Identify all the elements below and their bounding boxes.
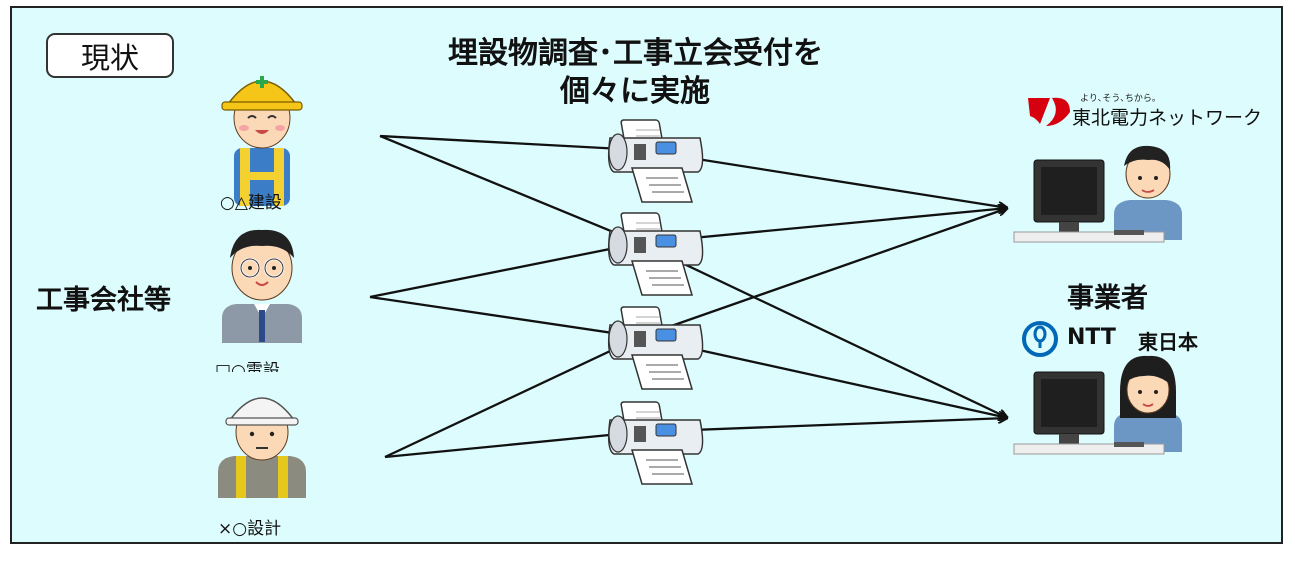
construction-worker-yellow-helmet-icon [221, 76, 303, 206]
worker-name: ○△建設 [220, 193, 282, 213]
operators-label: 事業者 [1067, 283, 1148, 314]
diagram-title-line1: 埋設物調査･工事立会受付を [448, 36, 823, 71]
ntt-company-name: NTT [1067, 325, 1116, 350]
worker-name: □○電設 [215, 361, 280, 372]
operator-staff-male-icon [1114, 145, 1182, 240]
worker-name: ×○設計 [218, 519, 282, 539]
fax-machine-icon [607, 401, 704, 485]
diagram-title-line2: 個々に実施 [560, 74, 710, 109]
tohoku-tagline: より､そう､ちから｡ [1080, 94, 1157, 104]
contractors-label: 工事会社等 [36, 285, 171, 316]
ntt-logo-icon [1022, 321, 1058, 357]
ntt-company-suffix: 東日本 [1138, 330, 1198, 354]
operator-staff-female-icon [1114, 355, 1182, 452]
connection-lines [369, 134, 1008, 459]
office-worker-glasses-icon [222, 229, 302, 343]
status-badge: 現状 [46, 33, 174, 78]
tohoku-company-name: 東北電力ネットワーク [1072, 107, 1263, 129]
construction-worker-white-helmet-icon [218, 397, 306, 498]
tohoku-electric-logo-icon [1028, 97, 1070, 126]
fax-machine-icon [607, 119, 704, 203]
fax-machine-icon [607, 212, 704, 296]
